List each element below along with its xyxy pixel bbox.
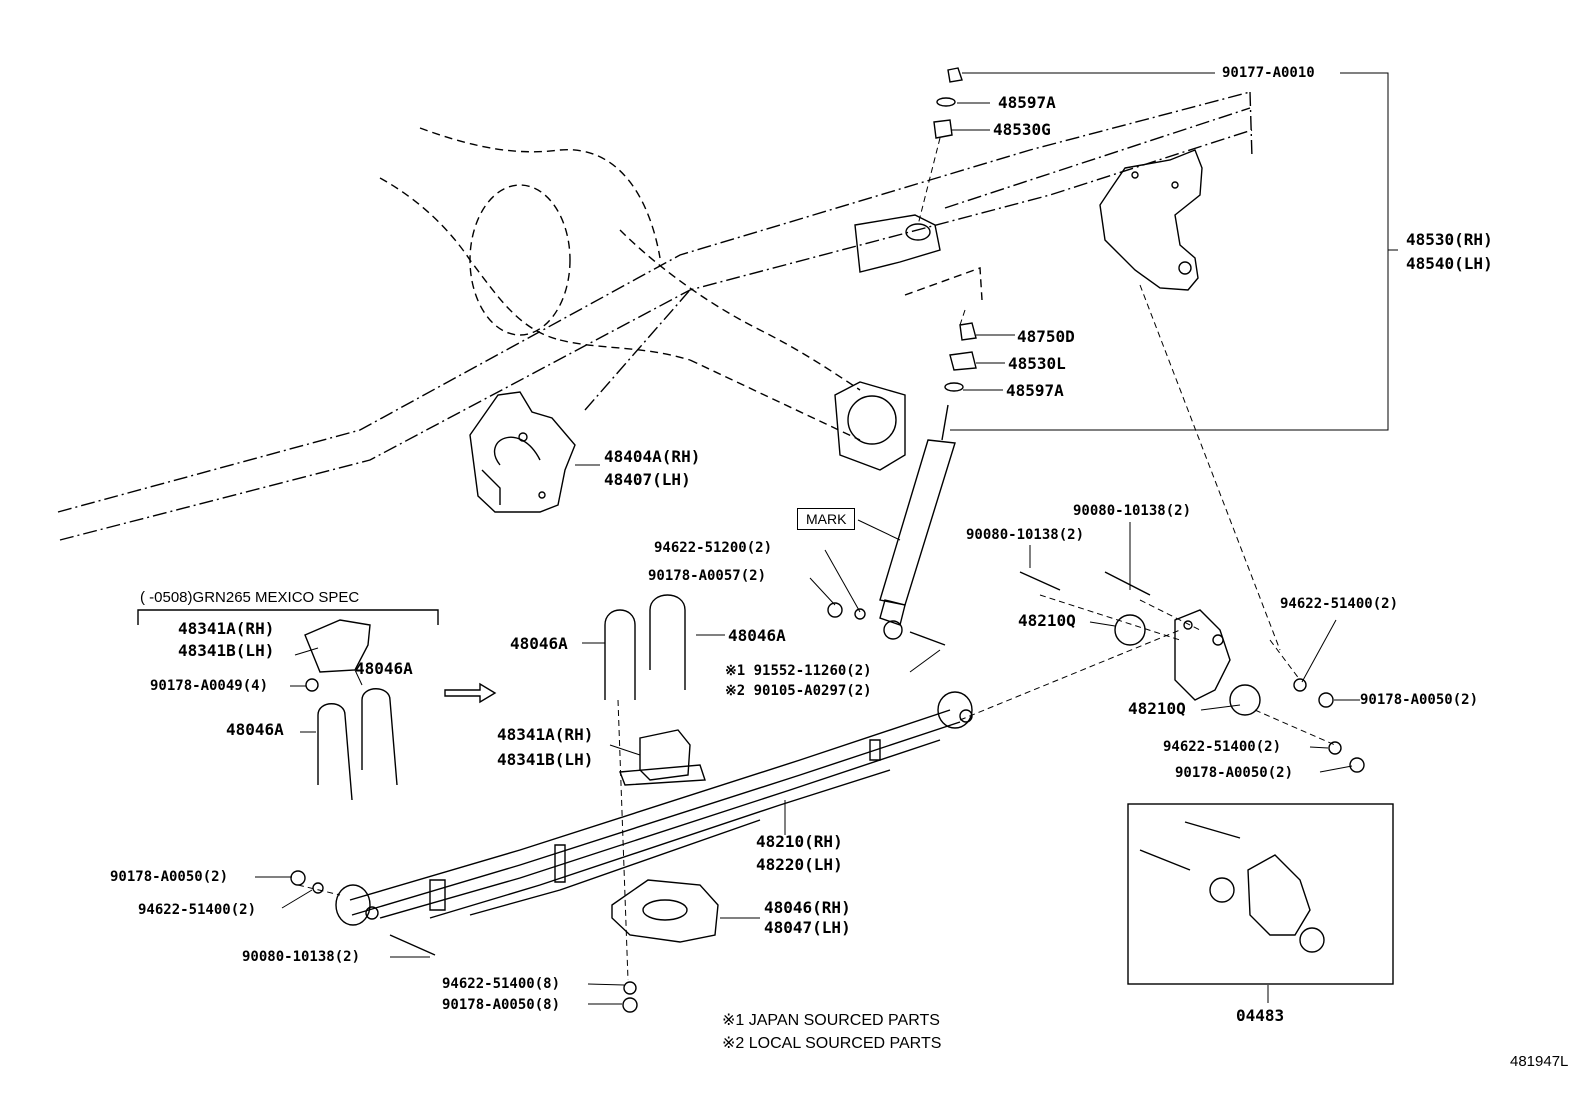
lower-hardware: [290, 602, 1365, 1013]
label-48046A-middle-2: 48046A: [728, 626, 786, 645]
label-48341B-middle: 48341B(LH): [497, 750, 594, 769]
label-04483: 04483: [1236, 1006, 1285, 1025]
label-94622-51400-left: 94622-51400(2): [138, 902, 257, 918]
label-90178-A0050-8: 90178-A0050(8): [442, 997, 561, 1013]
mexico-bracket: [137, 609, 439, 625]
label-48341A-middle: 48341A(RH): [497, 725, 594, 744]
shock-upper-bracket: [854, 214, 941, 273]
label-48046A-left-1: 48046A: [355, 659, 413, 678]
label-90178-A0057: 90178-A0057(2): [648, 568, 767, 584]
note-japan-sourced: ※1 JAPAN SOURCED PARTS: [722, 1012, 940, 1029]
label-94622-51400-right-upper: 94622-51400(2): [1280, 596, 1399, 612]
label-48341A-left: 48341A(RH): [178, 619, 275, 638]
direction-arrow: [444, 682, 497, 704]
figure-id: 481947L: [1510, 1053, 1569, 1070]
label-90178-A0050-right-lower: 90178-A0050(2): [1175, 765, 1294, 781]
shock-top-hardware: [933, 67, 977, 392]
rear-spring-hanger: [1099, 149, 1203, 291]
label-mark: MARK: [797, 508, 856, 530]
label-90080-10138-upper: 90080-10138(2): [1073, 503, 1192, 519]
shock-absorber: [879, 404, 956, 640]
u-bolts-mexico: [304, 619, 398, 801]
note-local-sourced: ※2 LOCAL SOURCED PARTS: [722, 1035, 942, 1052]
label-48210-rh: 48210(RH): [756, 832, 843, 851]
label-90177-A0010: 90177-A0010: [1222, 65, 1315, 81]
label-48046-rh: 48046(RH): [764, 898, 851, 917]
label-90178-A0049: 90178-A0049(4): [150, 678, 269, 694]
label-48220-lh: 48220(LH): [756, 855, 843, 874]
label-48210Q-lower: 48210Q: [1128, 699, 1186, 718]
spring-seat-plate: [611, 879, 719, 943]
label-90178-A0050-right-upper: 90178-A0050(2): [1360, 692, 1479, 708]
label-91552-11260: ※1 91552-11260(2): [725, 663, 872, 679]
u-bolts-middle: [604, 594, 686, 700]
label-48597A-bottom: 48597A: [1006, 381, 1064, 400]
spring-shackle: [909, 571, 1261, 716]
label-48530-rh: 48530(RH): [1406, 230, 1493, 249]
label-48046A-middle-1: 48046A: [510, 634, 568, 653]
axle-end: [493, 381, 906, 471]
label-90178-A0050-left: 90178-A0050(2): [110, 869, 229, 885]
leaf-spring: [335, 691, 973, 926]
label-48341B-left: 48341B(LH): [178, 641, 275, 660]
label-94622-51200: 94622-51200(2): [654, 540, 773, 556]
label-48750D: 48750D: [1017, 327, 1075, 346]
label-48046A-left-2: 48046A: [226, 720, 284, 739]
label-48540-lh: 48540(LH): [1406, 254, 1493, 273]
label-48407-lh: 48407(LH): [604, 470, 691, 489]
label-90080-10138-left: 90080-10138(2): [966, 527, 1085, 543]
label-48597A-top: 48597A: [998, 93, 1056, 112]
label-90105-A0297: ※2 90105-A0297(2): [725, 683, 872, 699]
label-90080-10138-bottom: 90080-10138(2): [242, 949, 361, 965]
bumper-stopper: [619, 729, 706, 786]
label-48530G: 48530G: [993, 120, 1051, 139]
kit-box: [1127, 803, 1394, 985]
label-48530L: 48530L: [1008, 354, 1066, 373]
label-94622-51400-8: 94622-51400(8): [442, 976, 561, 992]
label-94622-51400-right-lower: 94622-51400(2): [1163, 739, 1282, 755]
label-48404A-rh: 48404A(RH): [604, 447, 701, 466]
label-mexico-spec: ( -0508)GRN265 MEXICO SPEC: [140, 589, 360, 606]
label-48210Q-upper: 48210Q: [1018, 611, 1076, 630]
front-spring-hanger: [469, 391, 576, 513]
axle-housing: [379, 127, 983, 441]
label-48047-lh: 48047(LH): [764, 918, 851, 937]
